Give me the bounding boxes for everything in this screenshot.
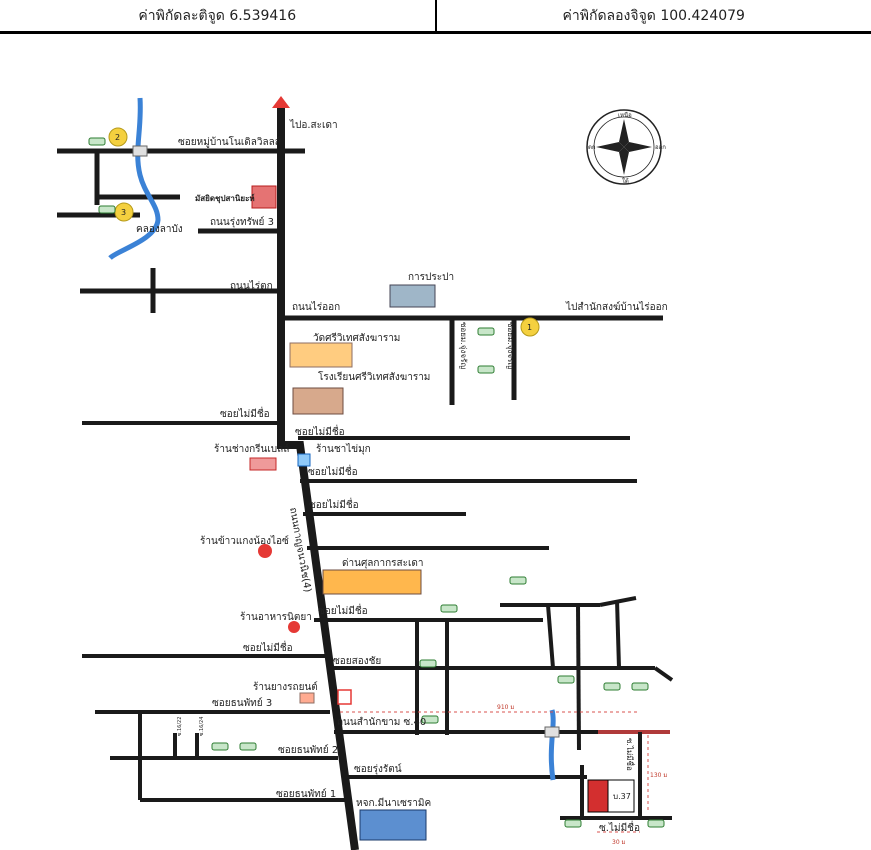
label-soi-unnamed-5: ซอยไม่มีชื่อ [318, 603, 368, 617]
car-icon [440, 604, 458, 613]
label-water-supply: การประปา [408, 272, 454, 283]
distance-30: 30 ม [612, 839, 626, 846]
car-icon [509, 576, 527, 585]
compass-south: ใต้ [622, 177, 629, 185]
food-shop-icon [288, 621, 300, 633]
car-icon [603, 682, 621, 691]
target-house-label: บ.37 [613, 792, 631, 801]
label-wat: วัดศรีวิเทศสังฆาราม [313, 332, 400, 344]
car-icon [477, 365, 495, 374]
label-soi-unnamed-3: ซอยไม่มีชื่อ [308, 464, 358, 478]
tea-shop-icon [297, 453, 311, 467]
label-customs: ด่านศุลกากรสะเดา [342, 558, 424, 569]
label-shop-tea: ร้านชาไข่มุก [316, 443, 371, 455]
label-soi-thanon-phat-2: ซอยธนพัทย์ 2 [278, 744, 338, 756]
label-market: หจก.มีนาเซรามิค [356, 797, 431, 809]
marker-1: 1 [520, 317, 540, 337]
distance-910: 910 ม [497, 704, 514, 711]
distance-130: 130 ม [650, 772, 667, 779]
car-icon [557, 675, 575, 684]
car-icon [239, 742, 257, 751]
tire-shop-icon [299, 692, 315, 704]
car-icons [88, 137, 665, 828]
car-icon [419, 659, 437, 668]
car-icon [98, 205, 116, 214]
label-mosque: มัสยิดชุปสานิยะห์ [195, 193, 255, 204]
bridge-south-icon [544, 726, 560, 738]
marker-3: 3 [114, 202, 134, 222]
road-network-middle [82, 421, 674, 820]
car-icon [477, 327, 495, 336]
label-soi-unnamed-4: ซอยไม่มีชื่อ [309, 497, 359, 511]
svg-text:3: 3 [121, 208, 126, 217]
seven-eleven-icon [337, 689, 352, 705]
car-icon [211, 742, 229, 751]
label-samnak-kham: ถนนสำนักขาม ซ.40 [337, 717, 426, 728]
car-icon [421, 715, 439, 724]
mosque-icon [251, 185, 277, 209]
label-to-post-office: ไปอ.สะเดา [289, 119, 338, 131]
compass-rose-icon: เหนือ ใต้ ออก ตก [586, 109, 666, 185]
bridge-icon [132, 145, 148, 157]
label-soi-small-a: ซ.16/22 [177, 717, 183, 736]
compass-east: ออก [655, 144, 666, 151]
label-khlong: คลองลาบัง [136, 224, 183, 235]
label-rung-sap-3: ถนนรุ่งทรัพย์ 3 [210, 216, 274, 228]
river-south [548, 709, 556, 781]
label-soi-mai-mi-chue-v: ซ.ไม่มีชื่อ [625, 738, 636, 771]
label-soi-mu-ban: ซอยหมู่บ้านโนเดิลวิลลส์ [178, 135, 281, 148]
label-soi-small-b: ซ.16/24 [199, 717, 205, 736]
river [108, 97, 161, 260]
label-food-shop: ร้านอาหารนิตยา [240, 611, 312, 623]
label-shop-green-bell: ร้านช่างกรีนเบลล์ [214, 443, 289, 455]
svg-text:2: 2 [115, 133, 120, 142]
label-to-office: ไปสำนักสงฆ์บ้านไร่ออก [565, 301, 668, 313]
wat-icon [289, 342, 353, 368]
label-rai-tok: ถนนไร่ตก [230, 280, 273, 292]
compass-west: ตก [588, 144, 596, 151]
label-soi-unnamed-1: ซอยไม่มีชื่อ [220, 406, 270, 420]
car-icon [647, 819, 665, 828]
label-tire-shop: ร้านยางรถยนต์ [253, 681, 318, 693]
target-plot [607, 779, 635, 813]
building-icon [389, 284, 436, 308]
label-soi-mai-mi-chue-bottom: ซ.ไม่มีชื่อ [599, 820, 640, 834]
label-soi-yom-a: ซอยม.จุ่งจรัญ [459, 322, 468, 369]
distance-lines [340, 711, 649, 833]
north-arrow-icon [272, 96, 290, 108]
label-rice-shop: ร้านข้าวแกงน้องไอซ์ [200, 535, 289, 547]
shop-green-bell-icon [249, 457, 277, 471]
label-soi-thanon-phat-1: ซอยธนพัทย์ 1 [276, 788, 336, 800]
latitude-label: ค่าพิกัดละติจูด 6.539416 [0, 0, 437, 31]
marker-2: 2 [108, 127, 128, 147]
svg-text:1: 1 [527, 323, 532, 332]
label-soi-unnamed-2: ซอยไม่มีชื่อ [295, 424, 345, 438]
compass-north: เหนือ [618, 111, 632, 119]
label-soi-yom-b: ซอยม.จุ่งจรัญ [506, 322, 515, 369]
target-house [587, 779, 609, 813]
market-icon [359, 809, 427, 841]
rice-shop-icon [258, 544, 272, 558]
label-rai-ok: ถนนไร่ออก [292, 301, 340, 313]
label-soi-song-chai: ซอยสองชัย [333, 656, 381, 667]
label-soi-thanon-phat-3: ซอยธนพัทย์ 3 [212, 697, 272, 709]
coordinate-bar: ค่าพิกัดละติจูด 6.539416 ค่าพิกัดลองจิจู… [0, 0, 871, 34]
label-school: โรงเรียนศรีวิเทศสังฆาราม [318, 370, 430, 383]
label-soi-rung-rat: ซอยรุ่งรัตน์ [354, 763, 402, 775]
school-icon [292, 387, 344, 415]
longitude-label: ค่าพิกัดลองจิจูด 100.424079 [562, 7, 745, 24]
label-soi-unnamed-6: ซอยไม่มีชื่อ [243, 640, 293, 654]
car-icon [631, 682, 649, 691]
customs-icon [322, 569, 422, 595]
car-icon [564, 819, 582, 828]
main-highway [277, 105, 359, 850]
car-icon [88, 137, 106, 146]
road-network-north [57, 148, 663, 405]
